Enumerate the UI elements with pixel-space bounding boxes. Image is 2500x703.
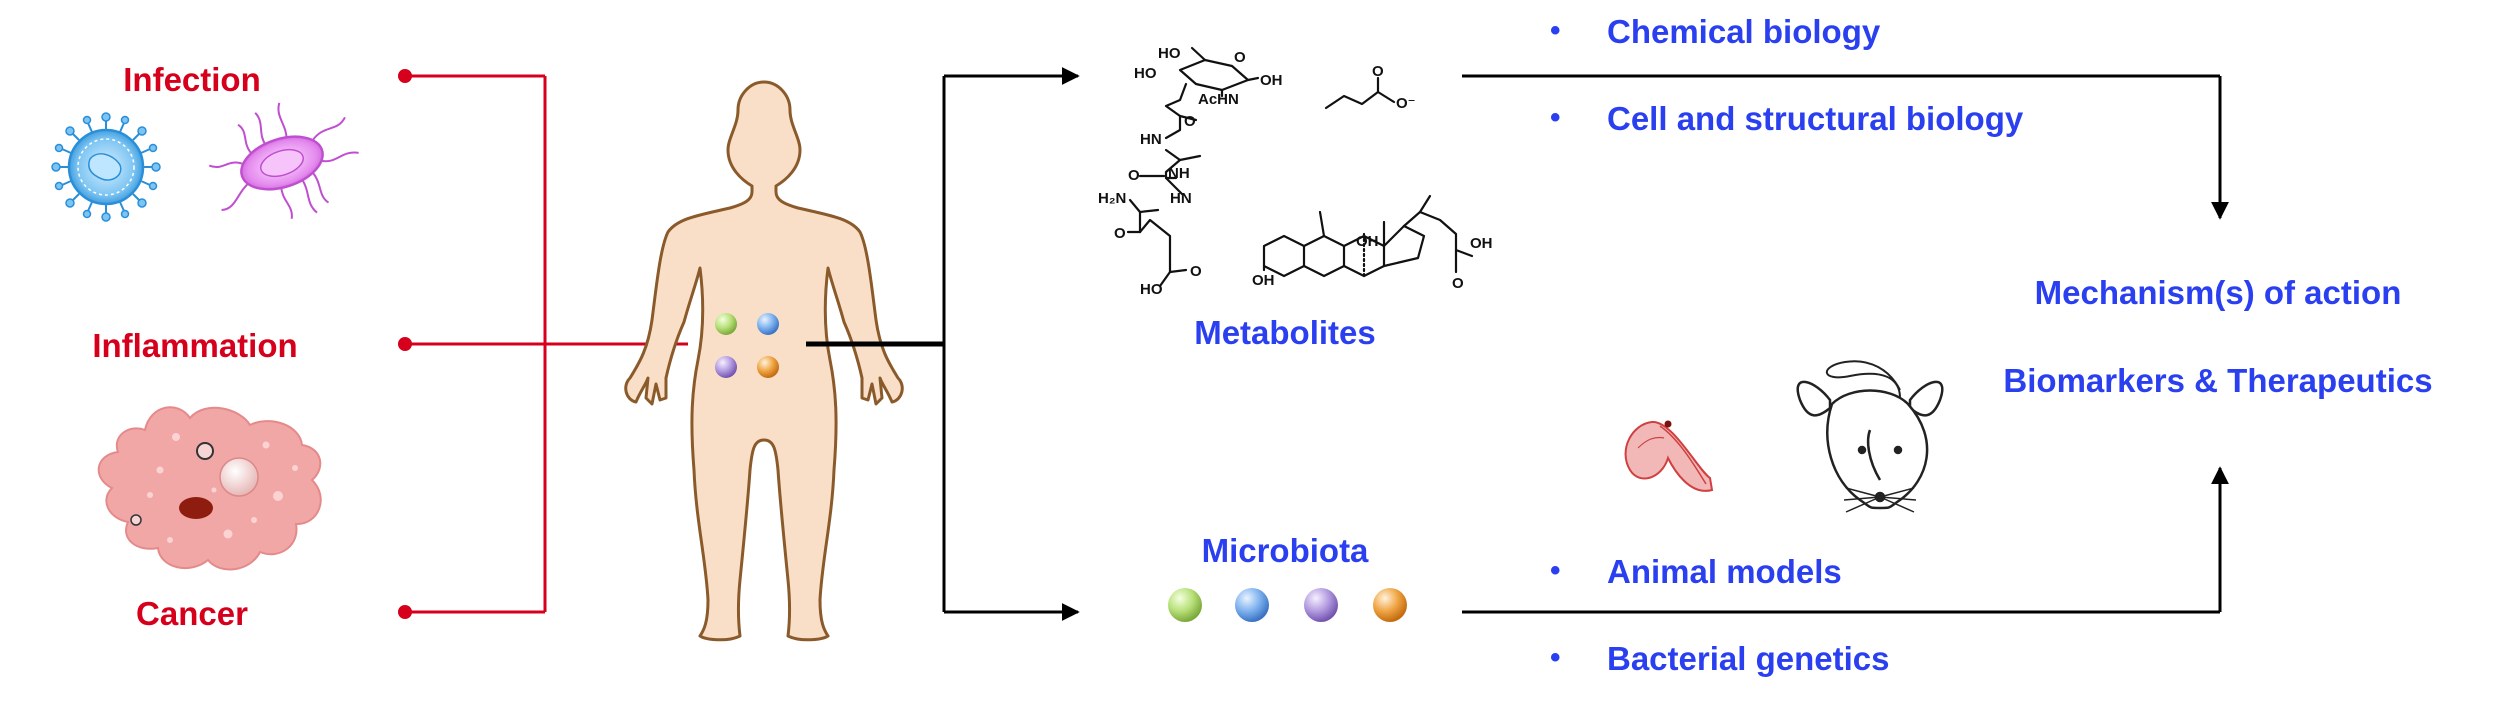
cancer-cell-icon — [97, 406, 322, 571]
branch-connector — [806, 67, 1080, 621]
mouse-icon — [1796, 360, 1944, 513]
svg-text:OH: OH — [1356, 233, 1379, 250]
svg-text:HO: HO — [1134, 65, 1157, 82]
human-body-icon — [624, 80, 904, 642]
microbe-orange — [1373, 588, 1407, 622]
svg-text:O: O — [1372, 63, 1384, 80]
infection-label: Infection — [123, 61, 261, 98]
cell-structural-biology-label: Cell and structural biology — [1607, 100, 2024, 137]
mechanism-of-action-label: Mechanism(s) of action — [2035, 274, 2402, 311]
svg-text:O: O — [1190, 263, 1202, 280]
approach-connectors — [1462, 74, 2229, 614]
microbiota-label: Microbiota — [1202, 532, 1369, 569]
svg-text:HO: HO — [1140, 281, 1163, 298]
connector-dots — [398, 69, 412, 619]
svg-text:OH: OH — [1252, 272, 1275, 289]
svg-text:OH: OH — [1260, 72, 1283, 89]
svg-text:HO: HO — [1158, 45, 1181, 62]
bullet-bacterial-genetics: • — [1550, 641, 1561, 674]
bacterium-icon — [208, 102, 359, 219]
svg-text:O⁻: O⁻ — [1396, 95, 1416, 112]
disease-connector — [405, 74, 688, 614]
svg-text:O: O — [1114, 225, 1126, 242]
c-elegans-icon — [1624, 420, 1714, 492]
microbe-green — [1168, 588, 1202, 622]
metabolite-structures: HO HO O OH AcHN O HN O HN H₂N NH O O HO … — [1098, 45, 1493, 298]
bullet-animal-models: • — [1550, 554, 1561, 587]
chemical-biology-label: Chemical biology — [1607, 13, 1881, 50]
svg-text:O: O — [1452, 275, 1464, 292]
bullet-cell-structural-biology: • — [1550, 101, 1561, 134]
microbiota-spheres — [1168, 588, 1407, 622]
microbe-blue — [1235, 588, 1269, 622]
svg-text:NH: NH — [1168, 165, 1190, 182]
biomarkers-therapeutics-label: Biomarkers & Therapeutics — [2003, 362, 2432, 399]
virus-icon — [51, 112, 161, 222]
svg-text:O: O — [1128, 167, 1140, 184]
cancer-label: Cancer — [136, 595, 248, 632]
svg-text:OH: OH — [1470, 235, 1493, 252]
animal-models-label: Animal models — [1607, 553, 1842, 590]
svg-text:HN: HN — [1140, 131, 1162, 148]
svg-text:H₂N: H₂N — [1098, 190, 1126, 207]
svg-text:O: O — [1184, 113, 1196, 130]
metabolites-label: Metabolites — [1194, 314, 1376, 351]
microbe-purple — [1304, 588, 1338, 622]
svg-text:HN: HN — [1170, 190, 1192, 207]
inflammation-label: Inflammation — [92, 327, 297, 364]
svg-text:O: O — [1234, 49, 1246, 66]
bacterial-genetics-label: Bacterial genetics — [1607, 640, 1889, 677]
svg-text:AcHN: AcHN — [1198, 91, 1239, 108]
bullet-chemical-biology: • — [1550, 14, 1561, 47]
